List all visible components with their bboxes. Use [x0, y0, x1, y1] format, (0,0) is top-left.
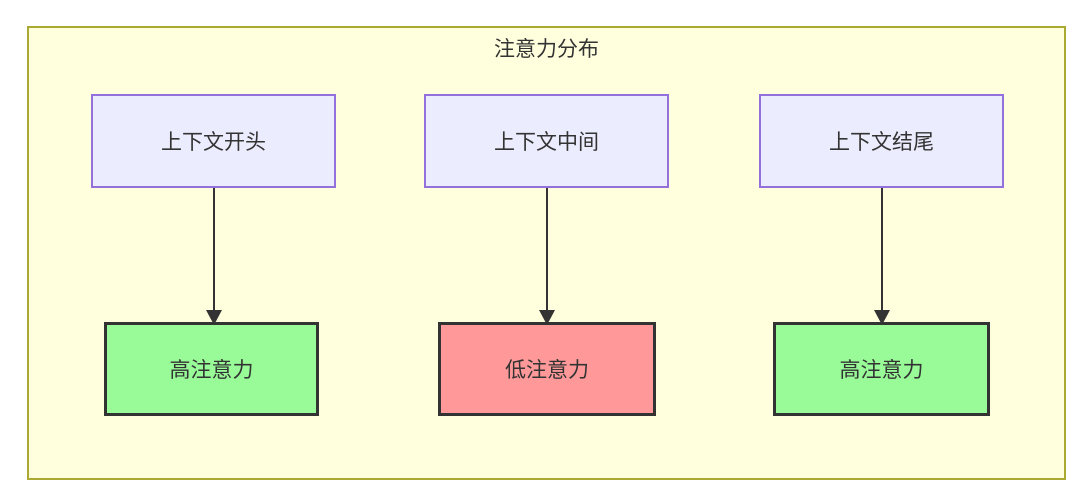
- arrow-context-end-to-high-attention: [874, 188, 890, 325]
- node-context-end: 上下文结尾: [759, 94, 1004, 188]
- node-context-start-label: 上下文开头: [161, 131, 266, 154]
- node-high-attention-end: 高注意力: [773, 322, 990, 416]
- arrow-context-start-to-high-attention: [206, 188, 222, 325]
- diagram-title: 注意力分布: [494, 38, 599, 61]
- node-low-attention-middle-label: 低注意力: [505, 359, 589, 382]
- arrow-context-middle-to-low-attention: [539, 188, 555, 325]
- node-low-attention-middle: 低注意力: [438, 322, 656, 416]
- node-high-attention-end-label: 高注意力: [839, 359, 924, 382]
- node-high-attention-start: 高注意力: [104, 322, 319, 416]
- node-context-end-label: 上下文结尾: [829, 131, 934, 154]
- node-high-attention-start-label: 高注意力: [169, 359, 254, 382]
- node-context-middle: 上下文中间: [424, 94, 669, 188]
- attention-distribution-frame: 注意力分布 上下文开头 上下文中间 上下文结尾 高注意力: [27, 26, 1066, 480]
- node-context-middle-label: 上下文中间: [494, 131, 599, 154]
- node-context-start: 上下文开头: [91, 94, 336, 188]
